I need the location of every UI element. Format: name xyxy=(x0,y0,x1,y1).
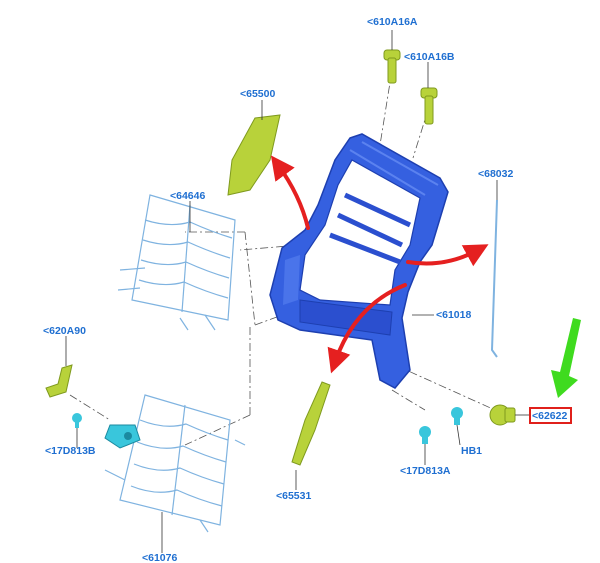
headrest-guide-b xyxy=(420,87,438,125)
highlight-box xyxy=(529,407,572,424)
assembly-lines xyxy=(69,69,496,446)
headrest-guide-a xyxy=(383,49,401,84)
latch-mechanism xyxy=(104,424,141,449)
recliner-lever xyxy=(45,364,73,398)
trim-strip-lower xyxy=(291,381,331,466)
leader-lines xyxy=(65,30,531,553)
clip-HB1 xyxy=(451,407,463,425)
seat-cushion-wire-mat xyxy=(104,394,246,533)
part-labels: <610A16A <610A16B <65500 <64646 <68032 <… xyxy=(43,16,572,563)
label-17D813A: <17D813A xyxy=(400,465,451,477)
label-61018: <61018 xyxy=(436,309,471,321)
clip-17D813A xyxy=(419,426,431,444)
label-62622: <62622 xyxy=(532,410,567,422)
seat-back-wire-mat xyxy=(117,194,236,331)
label-17D813B: <17D813B xyxy=(45,445,96,457)
label-HB1: HB1 xyxy=(461,445,482,457)
label-68032: <68032 xyxy=(478,168,513,180)
label-610A16B: <610A16B xyxy=(404,51,455,63)
rod-68032 xyxy=(490,199,498,358)
highlight-arrow xyxy=(551,318,581,398)
label-65500: <65500 xyxy=(240,88,275,100)
removal-arrows xyxy=(270,155,489,374)
label-61076: <61076 xyxy=(142,552,177,563)
label-65531: <65531 xyxy=(276,490,311,502)
label-64646: <64646 xyxy=(170,190,205,202)
label-610A16A: <610A16A xyxy=(367,16,418,28)
trim-panel-upper xyxy=(227,114,281,196)
clip-17D813B xyxy=(72,413,82,428)
seat-back-frame xyxy=(269,133,449,389)
label-620A90: <620A90 xyxy=(43,325,86,337)
recliner-knob xyxy=(489,404,516,426)
